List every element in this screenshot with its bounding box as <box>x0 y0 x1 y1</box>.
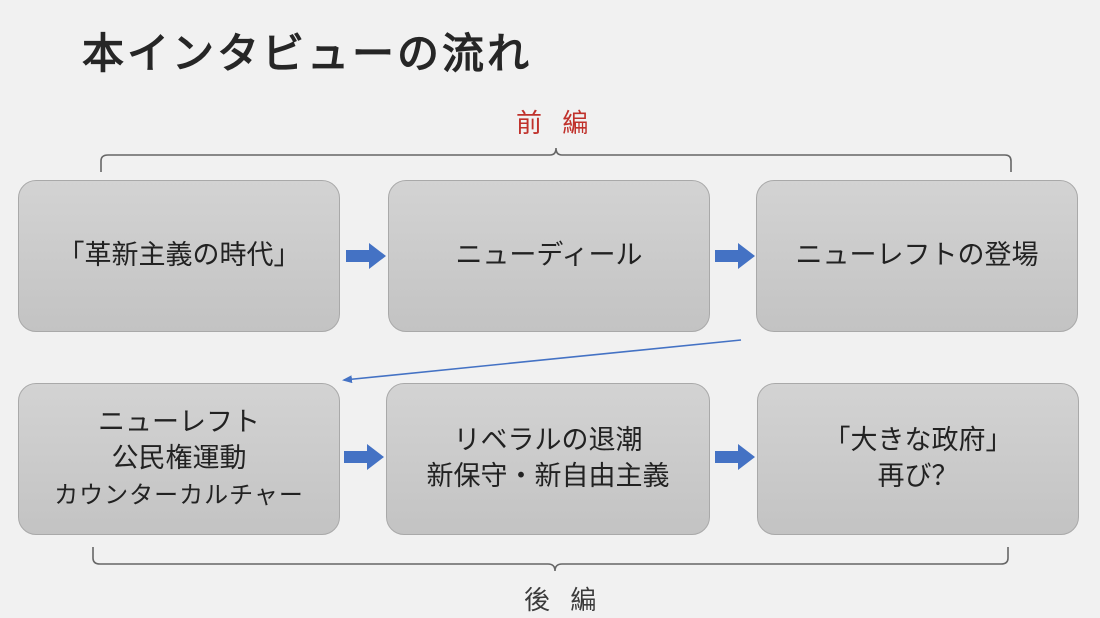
flow-box-text: 公民権運動 <box>111 443 247 474</box>
page-title: 本インタビューの流れ <box>82 29 533 78</box>
part-label-first: 前 編 <box>516 109 595 139</box>
flow-box-new-deal: ニューディール <box>388 180 710 332</box>
flow-box-progressive-era: 「革新主義の時代」 <box>18 180 340 332</box>
bottom-bracket <box>92 547 1009 572</box>
top-bracket <box>100 147 1012 172</box>
flow-box-text: ニューディール <box>455 240 643 271</box>
arrow-right-icon <box>715 243 755 269</box>
part-label-second: 後 編 <box>524 586 603 616</box>
flow-box-text: 「革新主義の時代」 <box>57 240 301 271</box>
flow-box-text: 「大きな政府」 <box>823 425 1013 456</box>
flow-box-big-government-again: 「大きな政府」 再び？ <box>757 383 1079 535</box>
arrow-right-icon <box>715 444 755 470</box>
flow-box-new-left-rise: ニューレフトの登場 <box>756 180 1078 332</box>
row-transition-arrow <box>342 339 742 384</box>
flow-box-text: ニューレフト <box>98 407 260 438</box>
flow-box-text: 新保守・新自由主義 <box>426 461 670 492</box>
flow-box-liberal-decline: リベラルの退潮 新保守・新自由主義 <box>386 383 710 535</box>
flow-box-text: ニューレフトの登場 <box>795 240 1039 271</box>
flow-box-text: リベラルの退潮 <box>453 425 643 456</box>
arrow-right-icon <box>346 243 386 269</box>
flow-box-text: 再び？ <box>877 461 959 492</box>
flow-box-text: カウンターカルチャー <box>54 481 304 509</box>
flow-box-new-left-movements: ニューレフト 公民権運動 カウンターカルチャー <box>18 383 340 535</box>
arrow-right-icon <box>344 444 384 470</box>
